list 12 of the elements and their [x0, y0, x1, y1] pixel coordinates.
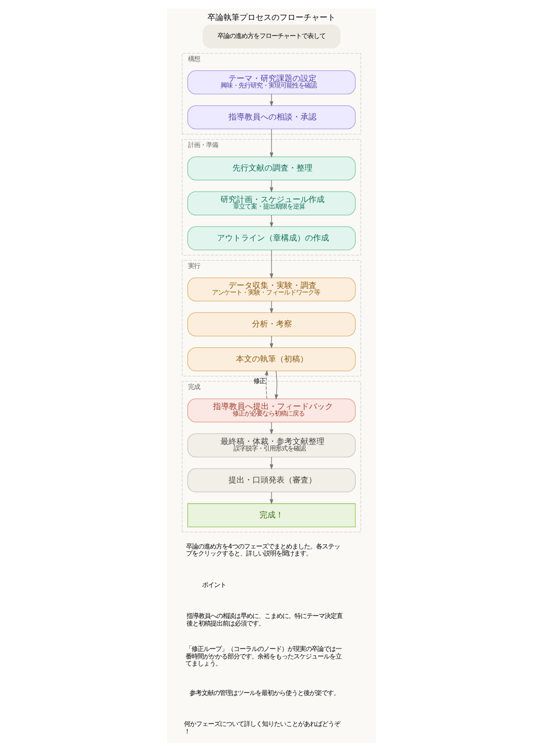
arrow	[274, 370, 278, 400]
arrow	[270, 492, 274, 504]
arrow	[270, 128, 274, 158]
arrow	[270, 422, 274, 435]
arrow	[270, 300, 274, 314]
arrow	[270, 336, 274, 348]
arrow	[270, 214, 274, 228]
arrow	[270, 250, 274, 279]
arrow	[264, 370, 268, 400]
arrow	[270, 180, 274, 193]
arrow	[270, 456, 274, 470]
arrow	[270, 94, 274, 106]
